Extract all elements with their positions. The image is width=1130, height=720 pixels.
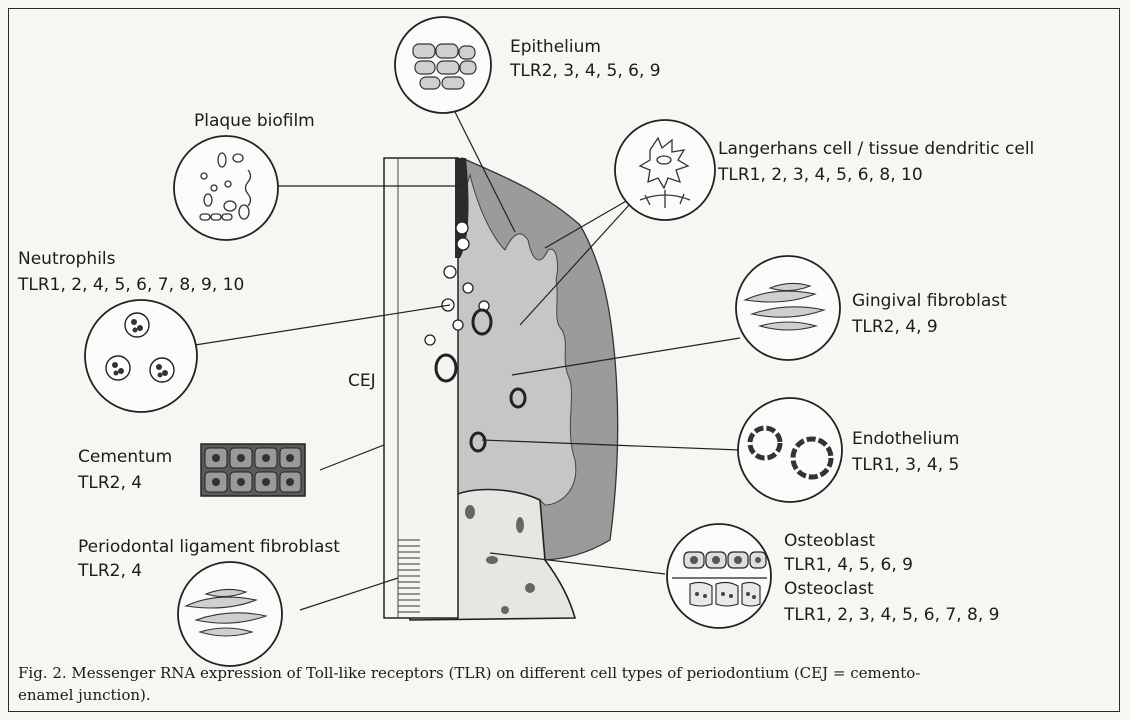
epithelium-tlr: TLR2, 3, 4, 5, 6, 9 bbox=[510, 60, 661, 82]
pdl-fibroblast-inset bbox=[178, 562, 282, 666]
gingival-fibroblast-label: Gingival fibroblast bbox=[852, 290, 1007, 312]
tooth bbox=[384, 158, 458, 618]
cej-label: CEJ bbox=[348, 370, 376, 392]
caption-line-2: enamel junction). bbox=[18, 684, 1108, 706]
bone-spot bbox=[525, 583, 535, 593]
langerhans-inset bbox=[615, 120, 715, 220]
gingival-fibroblast-inset bbox=[736, 256, 840, 360]
bone-spot bbox=[465, 505, 475, 519]
osteoblast-osteoclast-inset bbox=[667, 524, 771, 628]
plaque-inset bbox=[174, 136, 278, 240]
caption-line-1: Fig. 2. Messenger RNA expression of Toll… bbox=[18, 662, 1108, 684]
neutrophils-label: Neutrophils bbox=[18, 248, 116, 270]
pdl-fibroblast-tlr: TLR2, 4 bbox=[78, 560, 142, 582]
epithelium-inset bbox=[395, 17, 491, 113]
osteoclast-tlr: TLR1, 2, 3, 4, 5, 6, 7, 8, 9 bbox=[784, 604, 999, 626]
langerhans-label: Langerhans cell / tissue dendritic cell bbox=[718, 138, 1034, 160]
endothelium-label: Endothelium bbox=[852, 428, 959, 450]
pdl-fibroblast-label: Periodontal ligament fibroblast bbox=[78, 536, 340, 558]
neutrophils-tlr: TLR1, 2, 4, 5, 6, 7, 8, 9, 10 bbox=[18, 274, 244, 296]
osteoblast-tlr: TLR1, 4, 5, 6, 9 bbox=[784, 554, 913, 576]
bone-spot bbox=[501, 606, 509, 614]
bone-spot bbox=[486, 556, 498, 564]
cementum-inset bbox=[201, 444, 305, 496]
neutrophils-inset bbox=[85, 300, 197, 412]
langerhans-tlr: TLR1, 2, 3, 4, 5, 6, 8, 10 bbox=[718, 164, 923, 186]
epithelium-label: Epithelium bbox=[510, 36, 601, 58]
endothelium-tlr: TLR1, 3, 4, 5 bbox=[852, 454, 959, 476]
cementum-label: Cementum bbox=[78, 446, 172, 468]
bone-spot bbox=[516, 517, 524, 533]
endothelium-inset bbox=[738, 398, 842, 502]
osteoblast-label: Osteoblast bbox=[784, 530, 875, 552]
plaque-label: Plaque biofilm bbox=[194, 110, 315, 132]
osteoclast-label: Osteoclast bbox=[784, 578, 874, 600]
figure-caption: Fig. 2. Messenger RNA expression of Toll… bbox=[18, 662, 1108, 706]
gingival-fibroblast-tlr: TLR2, 4, 9 bbox=[852, 316, 938, 338]
cementum-tlr: TLR2, 4 bbox=[78, 472, 142, 494]
